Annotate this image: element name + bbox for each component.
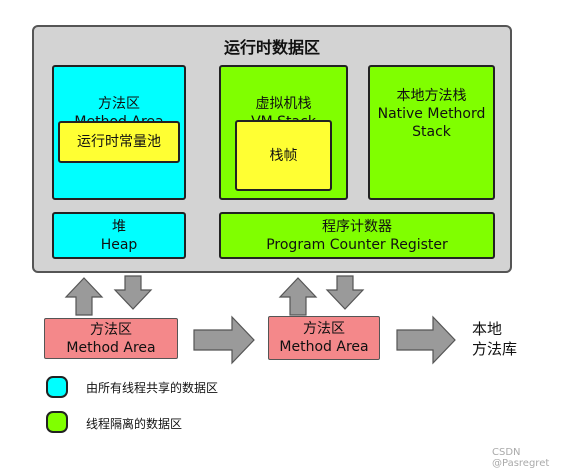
- runtime-data-area-title: 运行时数据区: [223, 38, 320, 57]
- legend-shared-text: 由所有线程共享的数据区: [86, 381, 219, 395]
- stack-frame-label: 栈帧: [269, 147, 298, 164]
- external-method-area-left: 方法区 Method Area: [44, 318, 178, 359]
- external-method-area-left-label: 方法区 Method Area: [66, 321, 156, 356]
- down-arrow-icon: [325, 275, 365, 310]
- heap-box: 堆 Heap: [52, 212, 186, 259]
- program-counter-box: 程序计数器 Program Counter Register: [219, 212, 495, 259]
- right-arrow-icon: [193, 315, 255, 365]
- runtime-constant-pool-box: 运行时常量池: [58, 121, 180, 163]
- right-arrow-icon: [396, 315, 456, 365]
- stack-frame-box: 栈帧: [235, 120, 332, 191]
- native-method-stack-box: 本地方法栈 Native Methord Stack: [368, 65, 495, 200]
- native-method-library-label: 本地 方法库: [472, 320, 518, 358]
- legend-isolated-text: 线程隔离的数据区: [86, 417, 183, 431]
- up-arrow-icon: [64, 277, 104, 316]
- external-method-area-middle-label: 方法区 Method Area: [279, 321, 369, 355]
- program-counter-label: 程序计数器 Program Counter Register: [266, 218, 448, 253]
- up-arrow-icon: [278, 277, 318, 316]
- down-arrow-icon: [113, 275, 153, 310]
- external-method-area-middle: 方法区 Method Area: [268, 316, 380, 360]
- native-method-stack-label: 本地方法栈 Native Methord Stack: [377, 88, 486, 140]
- runtime-constant-pool-label: 运行时常量池: [77, 134, 161, 150]
- watermark: CSDN @Pasregret: [492, 447, 550, 469]
- legend-isolated-swatch: [46, 411, 68, 433]
- heap-label: 堆 Heap: [100, 218, 138, 253]
- legend-shared-swatch: [46, 376, 68, 398]
